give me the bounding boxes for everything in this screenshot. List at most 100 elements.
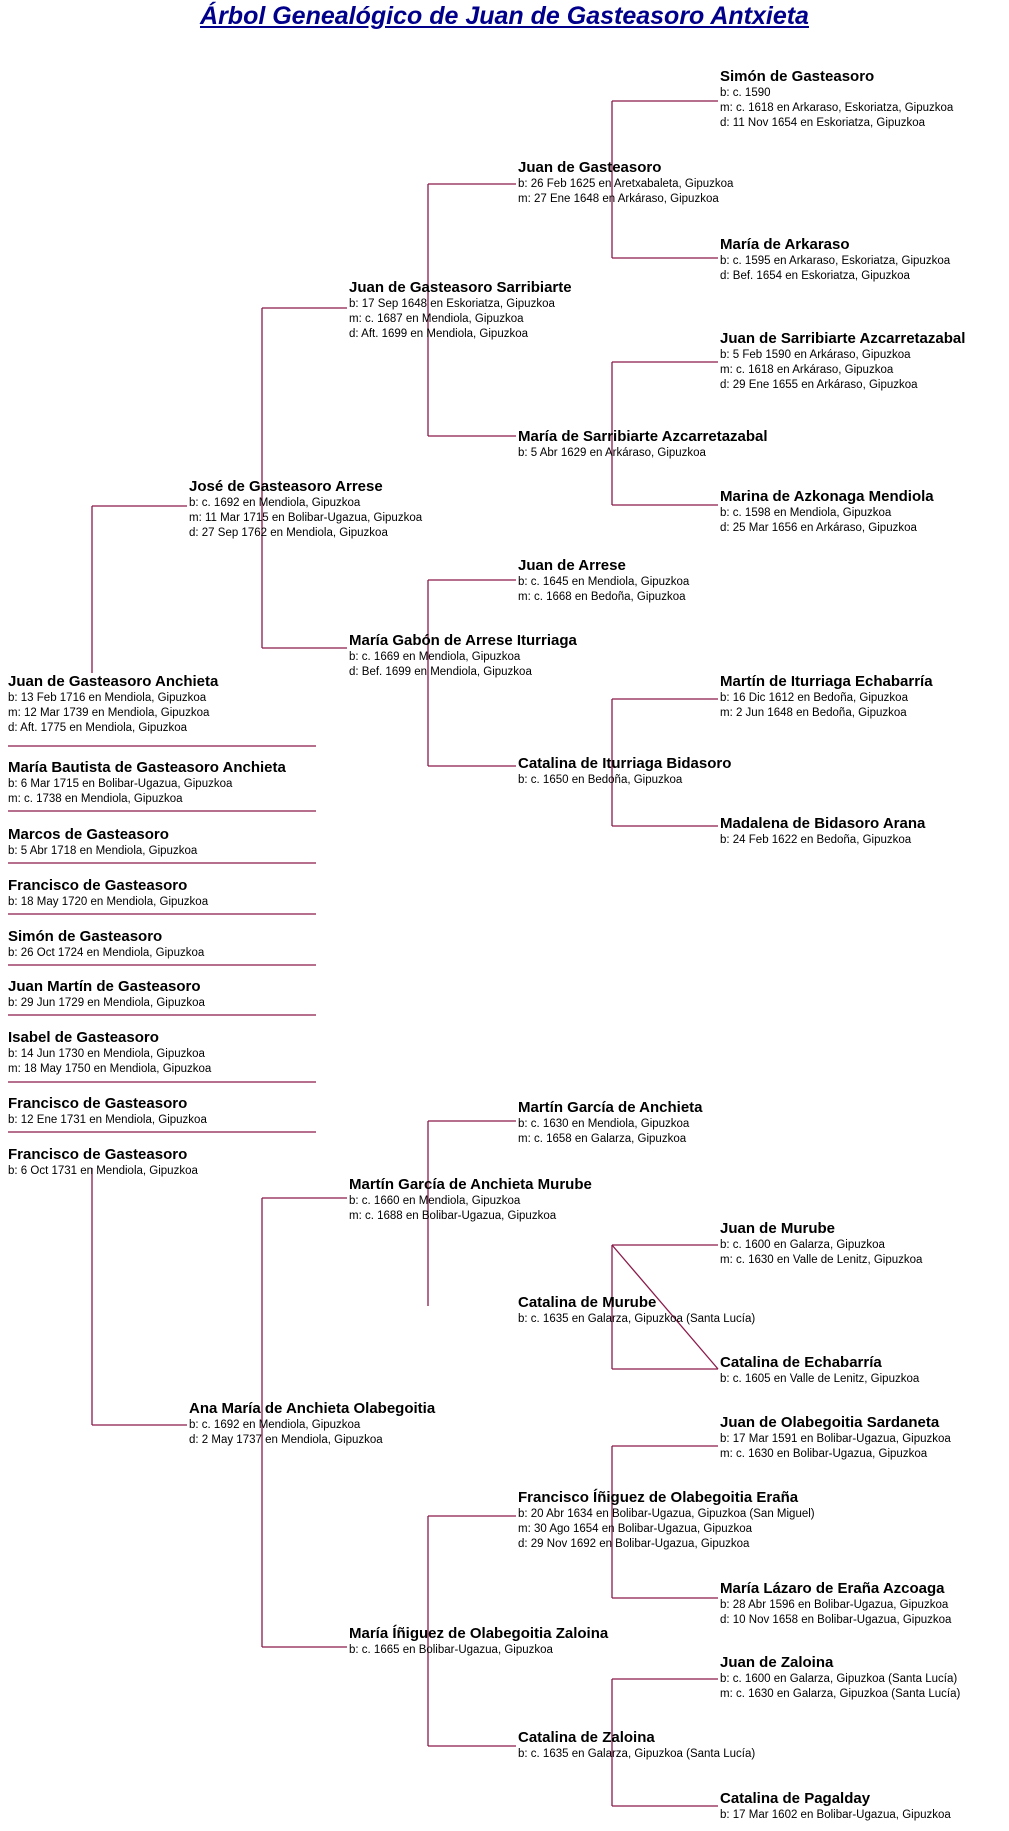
person-detail: b: 24 Feb 1622 en Bedoña, Gipuzkoa [720, 834, 912, 846]
person-name: Martín García de Anchieta [518, 1099, 703, 1116]
person-detail: d: 29 Ene 1655 en Arkáraso, Gipuzkoa [720, 379, 918, 391]
person-21: Francisco de Gasteasoro b: 12 Ene 1731 en… [8, 1095, 207, 1128]
person-detail: b: 18 May 1720 en Mendiola, Gipuzkoa [8, 896, 209, 908]
person-detail: m: 18 May 1750 en Mendiola, Gipuzkoa [8, 1063, 212, 1075]
person-19: Juan Martín de Gasteasoro b: 29 Jun 1729 … [8, 978, 205, 1011]
person-8: Marina de Azkonaga Mendiola b: c. 1598 en… [720, 488, 934, 536]
person-name: María Bautista de Gasteasoro Anchieta [8, 759, 286, 776]
person-detail: b: 29 Jun 1729 en Mendiola, Gipuzkoa [8, 997, 205, 1009]
person-detail: b: c. 1650 en Bedoña, Gipuzkoa [518, 774, 683, 786]
person-detail: d: 29 Nov 1692 en Bolibar-Ugazua, Gipuzk… [518, 1538, 750, 1550]
person-detail: b: c. 1660 en Mendiola, Gipuzkoa [349, 1195, 521, 1207]
person-20: Isabel de Gasteasoro b: 14 Jun 1730 en Me… [8, 1029, 211, 1077]
person-detail: b: c. 1600 en Galarza, Gipuzkoa [720, 1239, 885, 1251]
person-detail: b: 12 Ene 1731 en Mendiola, Gipuzkoa [8, 1114, 207, 1126]
person-detail: b: c. 1645 en Mendiola, Gipuzkoa [518, 576, 690, 588]
person-detail: m: 27 Ene 1648 en Arkáraso, Gipuzkoa [518, 193, 719, 205]
person-name: Juan de Murube [720, 1220, 836, 1237]
person-detail: d: 25 Mar 1656 en Arkáraso, Gipuzkoa [720, 522, 917, 534]
person-17: Francisco de Gasteasoro b: 18 May 1720 en… [8, 877, 208, 910]
person-name: Marina de Azkonaga Mendiola [720, 488, 934, 505]
person-35: Catalina de Pagalday b: 17 Mar 1602 en Bo… [720, 1790, 951, 1823]
person-detail: b: 5 Feb 1590 en Arkáraso, Gipuzkoa [720, 349, 911, 361]
person-name: Juan Martín de Gasteasoro [8, 978, 201, 995]
person-name: María Íñiguez de Olabegoitia Zaloina [349, 1625, 609, 1642]
person-detail: m: c. 1630 en Galarza, Gipuzkoa (Santa L… [720, 1688, 961, 1700]
person-detail: m: c. 1687 en Mendiola, Gipuzkoa [349, 313, 524, 325]
person-name: Isabel de Gasteasoro [8, 1029, 159, 1046]
person-name: Ana María de Anchieta Olabegoitia [189, 1400, 436, 1417]
person-detail: d: 27 Sep 1762 en Mendiola, Gipuzkoa [189, 527, 388, 539]
person-name: Francisco de Gasteasoro [8, 1095, 188, 1112]
person-detail: b: 26 Oct 1724 en Mendiola, Gipuzkoa [8, 947, 205, 959]
person-detail: b: 20 Abr 1634 en Bolibar-Ugazua, Gipuzk… [518, 1508, 815, 1520]
person-name: Francisco de Gasteasoro [8, 877, 188, 894]
person-5: Juan de Sarribiarte Azcarretazabal b: 5 F… [720, 330, 965, 393]
person-detail: b: 17 Mar 1591 en Bolibar-Ugazua, Gipuzk… [720, 1433, 951, 1445]
person-detail: b: c. 1692 en Mendiola, Gipuzkoa [189, 1419, 361, 1431]
person-detail: b: 6 Oct 1731 en Mendiola, Gipuzkoa [8, 1165, 198, 1177]
person-detail: m: c. 1630 en Valle de Lenitz, Gipuzkoa [720, 1254, 923, 1266]
person-detail: m: c. 1618 en Arkaraso, Eskoriatza, Gipu… [720, 102, 954, 114]
person-detail: b: c. 1600 en Galarza, Gipuzkoa (Santa L… [720, 1673, 958, 1685]
person-detail: b: c. 1590 [720, 87, 771, 99]
person-name: Catalina de Pagalday [720, 1790, 871, 1807]
person-24: Martín García de Anchieta Murube b: c. 16… [349, 1176, 592, 1224]
person-name: Juan de Olabegoitia Sardaneta [720, 1414, 940, 1431]
person-name: Juan de Arrese [518, 557, 626, 574]
person-name: Catalina de Murube [518, 1294, 657, 1311]
person-name: Catalina de Iturriaga Bidasoro [518, 755, 732, 772]
person-detail: d: Aft. 1699 en Mendiola, Gipuzkoa [349, 328, 529, 340]
person-25: Juan de Murube b: c. 1600 en Galarza, Gip… [720, 1220, 922, 1268]
person-name: Catalina de Zaloina [518, 1729, 655, 1746]
page-title: Árbol Genealógico de Juan de Gasteasoro … [200, 2, 809, 30]
person-detail: b: 16 Dic 1612 en Bedoña, Gipuzkoa [720, 692, 908, 704]
person-name: Marcos de Gasteasoro [8, 826, 169, 843]
person-16: Marcos de Gasteasoro b: 5 Abr 1718 en Men… [8, 826, 197, 859]
person-detail: b: 14 Jun 1730 en Mendiola, Gipuzkoa [8, 1048, 205, 1060]
person-12: Martín de Iturriaga Echabarría b: 16 Dic … [720, 673, 933, 721]
person-detail: b: c. 1635 en Galarza, Gipuzkoa (Santa L… [518, 1313, 756, 1325]
person-detail: b: 5 Abr 1718 en Mendiola, Gipuzkoa [8, 845, 198, 857]
person-name: Juan de Gasteasoro [518, 159, 662, 176]
person-detail: b: c. 1635 en Galarza, Gipuzkoa (Santa L… [518, 1748, 756, 1760]
person-detail: m: 11 Mar 1715 en Bolibar-Ugazua, Gipuzk… [189, 512, 423, 524]
person-name: Simón de Gasteasoro [720, 68, 875, 85]
person-name: María de Arkaraso [720, 236, 850, 253]
person-detail: b: 17 Sep 1648 en Eskoriatza, Gipuzkoa [349, 298, 555, 310]
person-28: Ana María de Anchieta Olabegoitia b: c. 1… [189, 1400, 435, 1448]
person-detail: m: c. 1668 en Bedoña, Gipuzkoa [518, 591, 686, 603]
person-detail: b: 6 Mar 1715 en Bolibar-Ugazua, Gipuzko… [8, 778, 233, 790]
person-detail: m: 2 Jun 1648 en Bedoña, Gipuzkoa [720, 707, 907, 719]
person-detail: d: Bef. 1699 en Mendiola, Gipuzkoa [349, 666, 532, 678]
person-detail: m: 12 Mar 1739 en Mendiola, Gipuzkoa [8, 707, 210, 719]
person-detail: b: 5 Abr 1629 en Arkáraso, Gipuzkoa [518, 447, 706, 459]
person-26: Catalina de Murube b: c. 1635 en Galarza,… [518, 1294, 755, 1327]
person-name: Martín de Iturriaga Echabarría [720, 673, 933, 690]
person-name: Martín García de Anchieta Murube [349, 1176, 592, 1193]
person-detail: d: 2 May 1737 en Mendiola, Gipuzkoa [189, 1434, 383, 1446]
person-detail: d: Aft. 1775 en Mendiola, Gipuzkoa [8, 722, 188, 734]
person-detail: b: 17 Mar 1602 en Bolibar-Ugazua, Gipuzk… [720, 1809, 951, 1821]
person-detail: d: 10 Nov 1658 en Bolibar-Ugazua, Gipuzk… [720, 1614, 952, 1626]
person-detail: m: c. 1688 en Bolibar-Ugazua, Gipuzkoa [349, 1210, 557, 1222]
person-name: Juan de Sarribiarte Azcarretazabal [720, 330, 966, 347]
person-detail: b: c. 1598 en Mendiola, Gipuzkoa [720, 507, 892, 519]
person-1: Simón de Gasteasoro b: c. 1590 m: c. 1618 … [720, 68, 953, 131]
person-name: Francisco Íñiguez de Olabegoitia Eraña [518, 1489, 799, 1506]
connector-line [611, 1244, 719, 1370]
person-name: Juan de Gasteasoro Sarribiarte [349, 279, 572, 296]
person-detail: b: c. 1595 en Arkaraso, Eskoriatza, Gipu… [720, 255, 951, 267]
person-14: María Bautista de Gasteasoro Anchieta b: … [8, 759, 286, 807]
